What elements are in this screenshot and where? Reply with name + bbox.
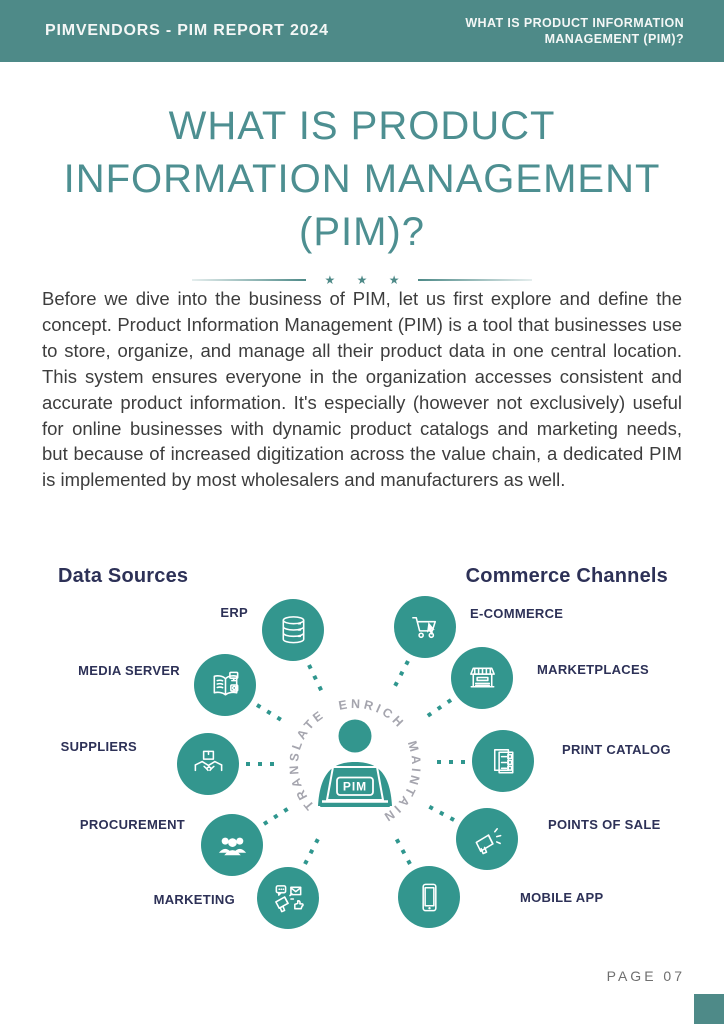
- suppliers-label: SUPPLIERS: [60, 739, 137, 754]
- diagram-connectors-and-hub: TRANSLATE ENRICH MAINTAIN PIM: [246, 660, 465, 865]
- page-title-line3: (PIM)?: [299, 210, 425, 254]
- media-server-node: [194, 654, 256, 716]
- megaphone-icon: [475, 827, 501, 854]
- mobile-app-label: MOBILE APP: [520, 890, 604, 905]
- erp-node: [262, 599, 324, 661]
- page-title-line2: INFORMATION MANAGEMENT: [63, 157, 661, 201]
- hub-pim-label: PIM: [343, 780, 367, 794]
- page-header-bar: PIMVENDORS - PIM REPORT 2024 WHAT IS PRO…: [0, 0, 724, 62]
- marketing-label: MARKETING: [153, 892, 235, 907]
- report-title: PIMVENDORS - PIM REPORT 2024: [45, 22, 329, 39]
- mobile-app-node: [398, 866, 460, 928]
- print-catalog-label: PRINT CATALOG: [562, 742, 671, 757]
- star-divider: ★ ★ ★: [0, 273, 724, 287]
- divider-line-left: [191, 279, 306, 281]
- points-of-sale-node: [456, 808, 518, 870]
- pim-person-icon: PIM: [318, 719, 392, 807]
- commerce-channels-heading: Commerce Channels: [465, 565, 668, 587]
- page-number: PAGE 07: [606, 968, 685, 984]
- dotted-connectors: [246, 660, 465, 865]
- marketing-megaphone-icon: [274, 884, 304, 912]
- divider-line-right: [418, 279, 533, 281]
- corner-accent-square: [694, 994, 724, 1024]
- hub-ring-text: TRANSLATE ENRICH MAINTAIN: [287, 697, 423, 826]
- chapter-title-line1: WHAT IS PRODUCT INFORMATION: [465, 15, 684, 30]
- procurement-label: PROCUREMENT: [79, 817, 185, 832]
- ecommerce-node: [394, 596, 456, 658]
- points-of-sale-label: POINTS OF SALE: [548, 817, 661, 832]
- page-title: WHAT IS PRODUCT INFORMATION MANAGEMENT (…: [0, 100, 724, 259]
- handshake-icon: [194, 750, 222, 771]
- suppliers-node: [177, 733, 239, 795]
- chapter-title-line2: MANAGEMENT (PIM)?: [544, 32, 684, 46]
- pim-diagram: Data Sources Commerce Channels TRANSLATE…: [0, 553, 724, 963]
- media-book-icon: [213, 671, 238, 696]
- procurement-node: [201, 814, 263, 876]
- divider-stars-icon: ★ ★ ★: [324, 273, 409, 287]
- chapter-title: WHAT IS PRODUCT INFORMATION MANAGEMENT (…: [465, 15, 684, 48]
- team-icon: [218, 837, 246, 855]
- marketplaces-label: MARKETPLACES: [537, 662, 649, 677]
- page-title-line1: WHAT IS PRODUCT: [168, 104, 556, 148]
- database-icon: [282, 615, 304, 643]
- data-sources-heading: Data Sources: [58, 565, 189, 587]
- print-catalog-node: [472, 730, 534, 792]
- storefront-icon: [469, 667, 495, 688]
- erp-label: ERP: [220, 605, 248, 620]
- ecommerce-label: E-COMMERCE: [470, 606, 564, 621]
- smartphone-icon: [421, 883, 437, 911]
- marketplaces-node: [451, 647, 513, 709]
- media-server-label: MEDIA SERVER: [78, 663, 180, 678]
- intro-paragraph: Before we dive into the business of PIM,…: [42, 288, 682, 491]
- cart-icon: [411, 616, 436, 638]
- catalog-icon: [493, 748, 514, 773]
- marketing-node: [257, 867, 319, 929]
